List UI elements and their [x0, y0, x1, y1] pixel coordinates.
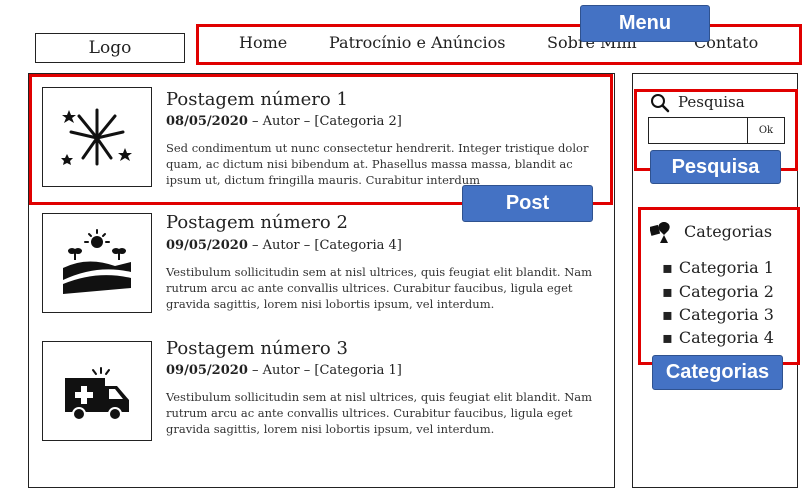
- category-item-3[interactable]: Categoria 3: [662, 305, 774, 324]
- menu-item-home[interactable]: Home: [239, 33, 288, 52]
- post-1-thumbnail[interactable]: [42, 87, 152, 187]
- search-label: Pesquisa: [678, 93, 745, 111]
- menu-annotation: Menu: [580, 5, 710, 42]
- menu-item-contact[interactable]: Contato: [694, 33, 759, 52]
- post-highlight: [29, 74, 613, 205]
- post-1-author-category: – Autor – [Categoria 2]: [247, 114, 402, 129]
- search-input[interactable]: [648, 117, 748, 144]
- post-3-meta: 09/05/2020 – Autor – [Categoria 1]: [166, 363, 402, 378]
- category-item-1[interactable]: Categoria 1: [662, 258, 774, 277]
- post-annotation: Post: [462, 185, 593, 222]
- search-icon: [651, 94, 670, 113]
- menu-item-sponsorship[interactable]: Patrocínio e Anúncios: [329, 33, 506, 52]
- post-2-author-category: – Autor – [Categoria 4]: [247, 238, 402, 253]
- ambulance-icon: [65, 367, 129, 421]
- menu-highlight: [196, 24, 802, 65]
- post-2-thumbnail[interactable]: [42, 213, 152, 313]
- category-item-2[interactable]: Categoria 2: [662, 282, 774, 301]
- post-3-excerpt: Vestibulum sollicitudin sem at nisl ultr…: [166, 390, 593, 436]
- fireworks-icon: [61, 108, 132, 166]
- post-1-meta: 08/05/2020 – Autor – [Categoria 2]: [166, 114, 402, 129]
- post-1-title[interactable]: Postagem número 1: [166, 89, 348, 110]
- post-2-date: 09/05/2020: [166, 238, 248, 253]
- post-3-author-category: – Autor – [Categoria 1]: [247, 363, 402, 378]
- category-item-4[interactable]: Categoria 4: [662, 328, 774, 347]
- categories-annotation: Categorias: [652, 355, 783, 390]
- post-3-title[interactable]: Postagem número 3: [166, 338, 348, 359]
- farm-field-icon: [63, 229, 131, 294]
- search-annotation: Pesquisa: [650, 150, 781, 184]
- post-2-title[interactable]: Postagem número 2: [166, 212, 348, 233]
- post-2-meta: 09/05/2020 – Autor – [Categoria 4]: [166, 238, 402, 253]
- post-3-date: 09/05/2020: [166, 363, 248, 378]
- categories-label: Categorias: [684, 222, 773, 241]
- post-1-date: 08/05/2020: [166, 114, 248, 129]
- categories-highlight: [638, 207, 800, 365]
- post-3-thumbnail[interactable]: [42, 341, 152, 441]
- shapes-icon: [650, 222, 670, 243]
- post-2-excerpt: Vestibulum sollicitudin sem at nisl ultr…: [166, 265, 593, 311]
- post-1-excerpt: Sed condimentum ut nunc consectetur hend…: [166, 141, 589, 187]
- logo[interactable]: Logo: [35, 33, 185, 63]
- search-ok-button[interactable]: Ok: [747, 117, 785, 144]
